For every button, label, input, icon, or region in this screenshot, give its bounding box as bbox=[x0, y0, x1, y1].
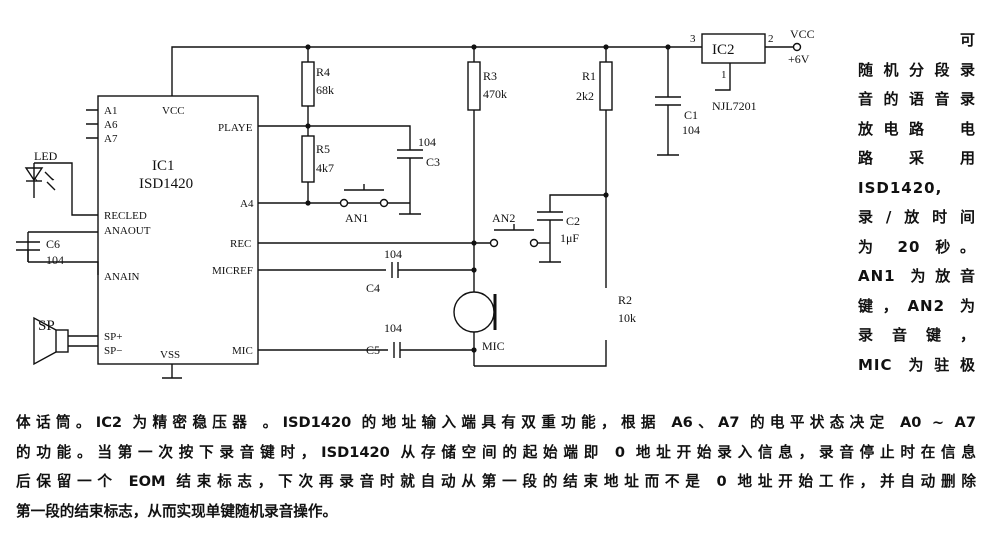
label-regulator: NJL7201 bbox=[712, 99, 757, 113]
side-line-3: 音的语音录 bbox=[858, 90, 976, 108]
label-r4: R4 bbox=[316, 65, 330, 79]
pin-sp-plus: SP+ bbox=[104, 331, 122, 343]
label-ic1: IC1 bbox=[152, 158, 175, 174]
label-ic2: IC2 bbox=[712, 42, 735, 58]
side-line-1: 可 bbox=[959, 31, 976, 49]
side-line-10: 键，AN2 为 bbox=[858, 296, 976, 315]
label-r3-value: 470k bbox=[483, 87, 507, 101]
vcc-rail-wire bbox=[171, 46, 668, 96]
label-c4-value: 104 bbox=[384, 247, 402, 261]
pin-a4: A4 bbox=[240, 198, 254, 210]
label-c2-value: 1μF bbox=[560, 231, 579, 245]
label-r3: R3 bbox=[483, 69, 497, 83]
an2-actuator bbox=[494, 224, 534, 231]
r3-body bbox=[467, 61, 481, 111]
label-c5: C5 bbox=[366, 343, 380, 357]
side-line-5: 路 采 用 bbox=[858, 149, 976, 167]
label-c1-value: 104 bbox=[682, 123, 700, 137]
label-c5-value: 104 bbox=[384, 321, 402, 335]
label-c6: C6 bbox=[46, 237, 60, 251]
pin-micref: MICREF bbox=[212, 265, 253, 277]
side-line-6: ISD1420, bbox=[858, 178, 943, 197]
side-line-11: 录 音 键 ， bbox=[858, 326, 976, 344]
label-c3: C3 bbox=[426, 155, 440, 169]
side-line-12: MIC 为驻极 bbox=[858, 355, 976, 374]
body-paragraph: 体话筒。IC2 为精密稳压器 。ISD1420 的地址输入端具有双重功能，根据 … bbox=[16, 408, 976, 526]
wire-recled bbox=[34, 162, 98, 216]
label-r2: R2 bbox=[618, 293, 632, 307]
pin-a1: A1 bbox=[104, 105, 117, 117]
label-an2: AN2 bbox=[492, 211, 515, 225]
wire-playe bbox=[258, 125, 411, 150]
r4-body bbox=[301, 61, 315, 107]
pin-a6: A6 bbox=[104, 119, 118, 131]
wire-ic2-gnd bbox=[715, 63, 731, 91]
label-ic1-part: ISD1420 bbox=[139, 176, 193, 192]
circuit-schematic: VCC +6V IC2 3 2 1 NJL7201 C1 104 R1 2k2 … bbox=[16, 27, 815, 379]
label-r1-value: 2k2 bbox=[576, 89, 594, 103]
ic2-box bbox=[701, 33, 766, 64]
pin-vcc: VCC bbox=[162, 105, 185, 117]
side-line-9: AN1 为放音 bbox=[858, 267, 976, 285]
label-r5: R5 bbox=[316, 142, 330, 156]
label-r4-value: 68k bbox=[316, 83, 334, 97]
speaker-magnet bbox=[55, 329, 69, 353]
label-ic2-pin2: 2 bbox=[768, 33, 774, 45]
led-body bbox=[24, 167, 44, 182]
pin-mic: MIC bbox=[232, 345, 253, 357]
label-vcc: VCC bbox=[790, 27, 815, 41]
label-c6-value: 104 bbox=[46, 253, 64, 267]
label-c4: C4 bbox=[366, 281, 380, 295]
side-line-8: 为 20 秒。 bbox=[858, 237, 976, 256]
label-c3-value: 104 bbox=[418, 135, 436, 149]
pin-anain: ANAIN bbox=[104, 271, 139, 283]
speaker-cone bbox=[33, 316, 57, 366]
pin-vss: VSS bbox=[160, 349, 180, 361]
side-line-2: 随机分段录 bbox=[858, 60, 976, 79]
label-an1: AN1 bbox=[345, 211, 368, 225]
label-sp: SP bbox=[38, 318, 55, 334]
wire-c2-top bbox=[549, 194, 606, 212]
label-r1: R1 bbox=[582, 69, 596, 83]
side-line-7: 录/放时间 bbox=[858, 208, 976, 226]
ground-vss bbox=[162, 364, 182, 379]
side-description: 可 随机分段录 音的语音录 放电路 电 路 采 用 ISD1420, 录/放时间… bbox=[858, 26, 976, 380]
wire-r2-bottom bbox=[474, 340, 607, 367]
label-ic2-pin1: 1 bbox=[721, 69, 727, 81]
vcc-terminal bbox=[792, 42, 802, 52]
pin-a7: A7 bbox=[104, 133, 118, 145]
side-line-4: 放电路 电 bbox=[858, 119, 976, 138]
label-led: LED bbox=[34, 149, 58, 163]
label-vcc-voltage: +6V bbox=[788, 52, 810, 66]
label-c1: C1 bbox=[684, 108, 698, 122]
r1-body bbox=[599, 61, 613, 111]
mic-body bbox=[453, 291, 495, 333]
pin-sp-minus: SP− bbox=[104, 345, 122, 357]
para-line-4: 第一段的结束标志，从而实现单键随机录音操作。 bbox=[16, 502, 338, 520]
label-r2-value: 10k bbox=[618, 311, 636, 325]
r5-body bbox=[301, 135, 315, 183]
label-ic2-pin3: 3 bbox=[690, 33, 696, 45]
para-line-3: 后保留一个 EOM 结束标志，下次再录音时就自动从第一段的结束地址而不是 0 地… bbox=[16, 473, 976, 490]
pin-playe: PLAYE bbox=[218, 122, 253, 134]
pin-recled: RECLED bbox=[104, 210, 147, 222]
para-line-1: 体话筒。IC2 为精密稳压器 。ISD1420 的地址输入端具有双重功能，根据 … bbox=[16, 414, 976, 431]
para-line-2: 的功能。当第一次按下录音键时，ISD1420 从存储空间的起始端即 0 地址开始… bbox=[16, 443, 976, 461]
label-r5-value: 4k7 bbox=[316, 161, 334, 175]
ic1-box bbox=[97, 95, 259, 365]
pin-anaout: ANAOUT bbox=[104, 225, 151, 237]
label-mic: MIC bbox=[482, 339, 505, 353]
label-c2: C2 bbox=[566, 214, 580, 228]
an1-actuator bbox=[344, 184, 384, 191]
wire-anain bbox=[28, 261, 99, 275]
pin-rec: REC bbox=[230, 238, 251, 250]
